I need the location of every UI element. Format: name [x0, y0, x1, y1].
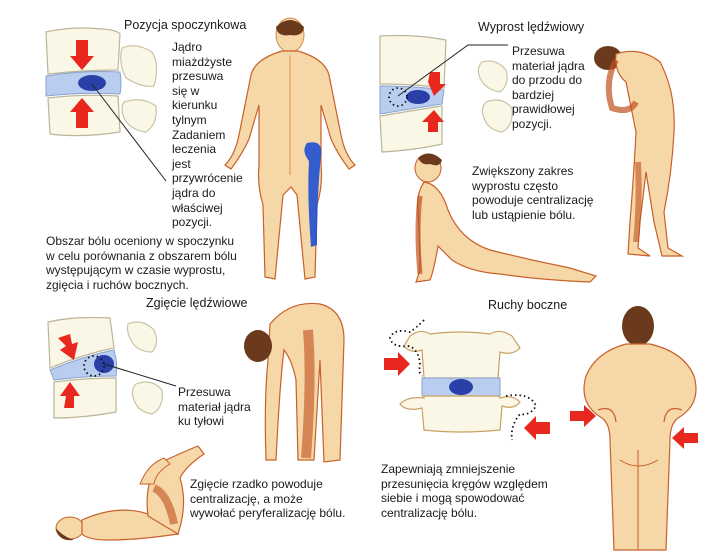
- caption-ext-3: lub ustąpienie bólu.: [472, 207, 576, 222]
- nucleus-note-ext-4: prawidłowej: [512, 102, 575, 117]
- caption-lat-3: centralizację bólu.: [381, 505, 478, 520]
- nucleus-note-ext-1: materiał jądra: [512, 58, 585, 73]
- nucleus-note-rest-0: Jądro: [172, 40, 203, 54]
- nucleus-note-ext-3: bardziej: [512, 87, 555, 102]
- vertebra-diagram-extension: [379, 34, 513, 153]
- figure-standing-forward-bend: [244, 302, 345, 463]
- nucleus-note-flex-2: ku tyłowi: [178, 414, 225, 429]
- nucleus-note-rest-11: właściwej: [172, 200, 223, 215]
- figure-supine-knees-to-chest: [55, 445, 205, 541]
- nucleus-note-rest-6: Zadaniem: [172, 127, 226, 142]
- figure-prone-press-up: [414, 153, 598, 283]
- nucleus-note-flex-0: Przesuwa: [178, 385, 231, 399]
- caption-flex-1: centralizację, a może: [190, 491, 303, 506]
- arrow-left-hip: [570, 405, 596, 427]
- caption-lat-0: Zapewniają zmniejszenie: [381, 462, 516, 476]
- caption-rest-2: występującym w czasie wyprostu,: [46, 263, 226, 278]
- nucleus-note-ext-0: Przesuwa: [512, 44, 565, 58]
- panel-title-rest: Pozycja spoczynkowa: [124, 18, 247, 32]
- caption-flex-0: Zgięcie rzadko powoduje: [190, 477, 323, 491]
- caption-ext-1: wyprostu często: [472, 178, 559, 193]
- figure-standing-back-extension: [594, 46, 685, 257]
- nucleus-note-rest-7: leczenia: [172, 142, 217, 157]
- nucleus-note-rest-2: przesuwa: [172, 69, 224, 84]
- nucleus-note-rest-5: tylnym: [172, 112, 207, 127]
- caption-lat-1: przesunięcia kręgów względem: [381, 476, 548, 491]
- nucleus-note-rest-9: przywrócenie: [172, 171, 243, 186]
- caption-flex-2: wywołać peryferalizację bólu.: [190, 506, 346, 521]
- figure-standing-back-pain-area: [224, 17, 356, 280]
- figure-standing-hands-on-hips: [583, 306, 697, 551]
- nucleus-note-flex-1: materiał jądra: [178, 399, 251, 414]
- arrow-right-hip: [672, 427, 698, 449]
- caption-rest-0: Obszar bólu oceniony w spoczynku: [46, 234, 235, 248]
- vertebra-diagram-lateral: [384, 319, 550, 441]
- nucleus-note-rest-4: kierunku: [172, 98, 218, 113]
- caption-rest-3: zgięcia i ruchów bocznych.: [46, 277, 189, 292]
- nucleus-note-rest-12: pozycji.: [172, 215, 213, 230]
- nucleus-note-rest-3: się w: [172, 83, 200, 98]
- nucleus-note-ext-2: do przodu do: [512, 73, 583, 88]
- caption-ext-2: powoduje centralizację: [472, 193, 594, 208]
- nucleus-note-rest-1: miażdżyste: [172, 54, 233, 69]
- panel-title-lateral: Ruchy boczne: [488, 298, 568, 312]
- panel-title-extension: Wyprost lędźwiowy: [478, 20, 585, 34]
- vertebra-diagram-rest: [45, 27, 167, 182]
- vertebra-diagram-flexion: [47, 316, 177, 419]
- caption-ext-0: Zwiększony zakres: [472, 164, 574, 178]
- nucleus-note-ext-5: pozycji.: [512, 116, 553, 131]
- caption-lat-2: siebie i mogą spowodować: [381, 491, 525, 506]
- nucleus-note-rest-10: jądra do: [172, 185, 216, 200]
- nucleus-note-rest-8: jest: [172, 156, 191, 171]
- caption-rest-1: w celu porównania z obszarem bólu: [46, 248, 237, 263]
- panel-title-flexion: Zgięcie lędźwiowe: [146, 296, 248, 310]
